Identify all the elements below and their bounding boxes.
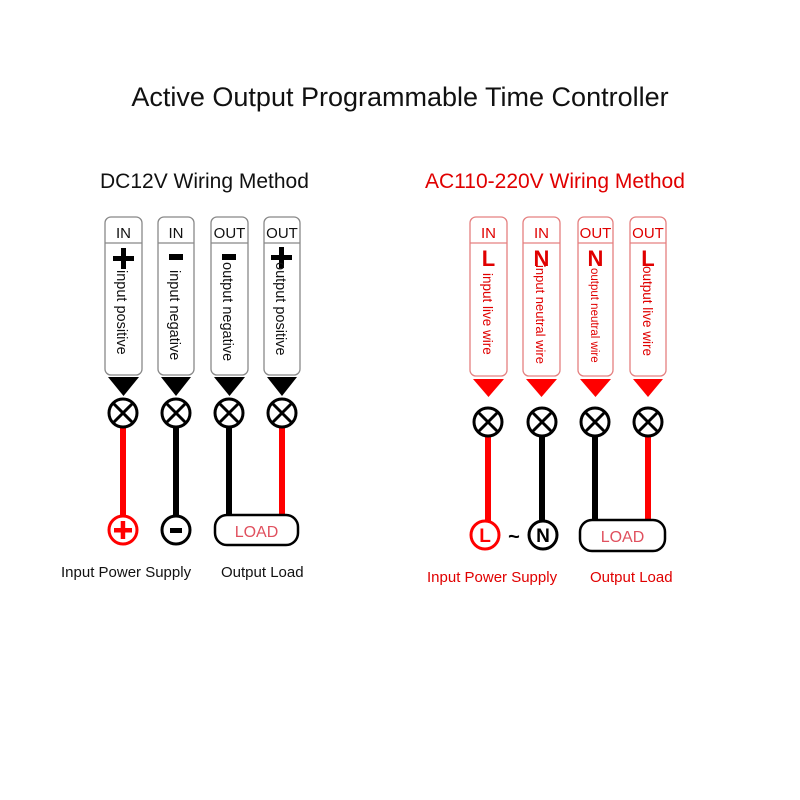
svg-text:N: N bbox=[536, 526, 550, 547]
screw-terminal-icon bbox=[266, 397, 298, 429]
screw-terminal-icon bbox=[632, 406, 664, 438]
plus-icon bbox=[271, 247, 292, 268]
arrow-down-icon bbox=[214, 377, 245, 396]
screw-terminal-icon bbox=[107, 397, 139, 429]
ac-terminal-3-header: OUT bbox=[580, 225, 612, 242]
ac-terminal-3-label: output neutral wire bbox=[588, 268, 600, 363]
ac-terminal-2-label: input neutral wire bbox=[533, 265, 548, 364]
ac-terminal-1 bbox=[469, 216, 508, 397]
neutral-symbol: N bbox=[588, 246, 604, 271]
dc-supply-positive-icon bbox=[107, 514, 139, 546]
svg-text:L: L bbox=[479, 526, 491, 547]
ac-terminal-2 bbox=[522, 216, 561, 397]
arrow-down-icon bbox=[580, 379, 611, 397]
screw-terminal-icon bbox=[579, 406, 611, 438]
ac-supply-live-icon: L bbox=[469, 519, 501, 551]
live-symbol: L bbox=[482, 246, 495, 271]
dc-load-label: LOAD bbox=[235, 524, 279, 541]
ac-panel: IN IN OUT OUT L N N L input live wire in… bbox=[469, 216, 667, 553]
dc-terminal-3-label: output negative bbox=[219, 262, 235, 361]
ac-terminal-3 bbox=[577, 216, 614, 397]
ac-terminal-1-header: IN bbox=[481, 225, 496, 242]
arrow-down-icon bbox=[633, 379, 663, 397]
minus-icon bbox=[222, 254, 236, 260]
ac-supply-neutral-icon: N bbox=[527, 519, 559, 551]
screw-terminal-icon bbox=[160, 397, 192, 429]
ac-terminal-4 bbox=[629, 216, 667, 397]
ac-terminal-4-header: OUT bbox=[632, 225, 664, 242]
ac-load-box: LOAD bbox=[578, 518, 667, 553]
arrow-down-icon bbox=[161, 377, 191, 396]
dc-terminal-1-label: input positive bbox=[113, 270, 129, 355]
live-symbol: L bbox=[641, 246, 654, 271]
dc-terminal-2 bbox=[157, 216, 195, 396]
ac-terminal-2-header: IN bbox=[534, 225, 549, 242]
ac-terminal-4-label: output live wire bbox=[640, 266, 655, 356]
dc-terminal-4-header: OUT bbox=[266, 225, 298, 242]
dc-caption-load: Output Load bbox=[221, 564, 304, 581]
dc-terminal-4-label: output positive bbox=[272, 262, 288, 356]
dc-wiring-heading: DC12V Wiring Method bbox=[100, 170, 309, 193]
arrow-down-icon bbox=[267, 377, 297, 396]
ac-load-label: LOAD bbox=[601, 529, 645, 546]
neutral-symbol: N bbox=[534, 246, 550, 271]
dc-terminal-3-header: OUT bbox=[214, 225, 246, 242]
dc-load-box: LOAD bbox=[213, 513, 300, 547]
screw-terminal-icon bbox=[526, 406, 558, 438]
diagram-title: Active Output Programmable Time Controll… bbox=[131, 82, 669, 112]
screw-terminal-icon bbox=[472, 406, 504, 438]
plus-icon bbox=[113, 248, 134, 269]
dc-panel: IN IN OUT OUT input positive input negat… bbox=[104, 216, 301, 547]
ac-terminal-1-label: input live wire bbox=[480, 273, 495, 355]
dc-terminal-2-header: IN bbox=[169, 225, 184, 242]
dc-supply-negative-icon bbox=[160, 514, 192, 546]
dc-terminal-2-label: input negative bbox=[166, 270, 182, 360]
ac-wiring-heading: AC110-220V Wiring Method bbox=[425, 170, 685, 193]
arrow-down-icon bbox=[473, 379, 504, 397]
dc-terminal-1-header: IN bbox=[116, 225, 131, 242]
ac-caption-load: Output Load bbox=[590, 569, 673, 586]
arrow-down-icon bbox=[526, 379, 557, 397]
minus-icon bbox=[169, 254, 183, 260]
ac-symbol-tilde: ~ bbox=[508, 526, 520, 548]
dc-terminal-3 bbox=[210, 216, 249, 396]
arrow-down-icon bbox=[108, 377, 139, 396]
ac-caption-supply: Input Power Supply bbox=[427, 569, 558, 586]
dc-caption-supply: Input Power Supply bbox=[61, 564, 192, 581]
screw-terminal-icon bbox=[213, 397, 245, 429]
